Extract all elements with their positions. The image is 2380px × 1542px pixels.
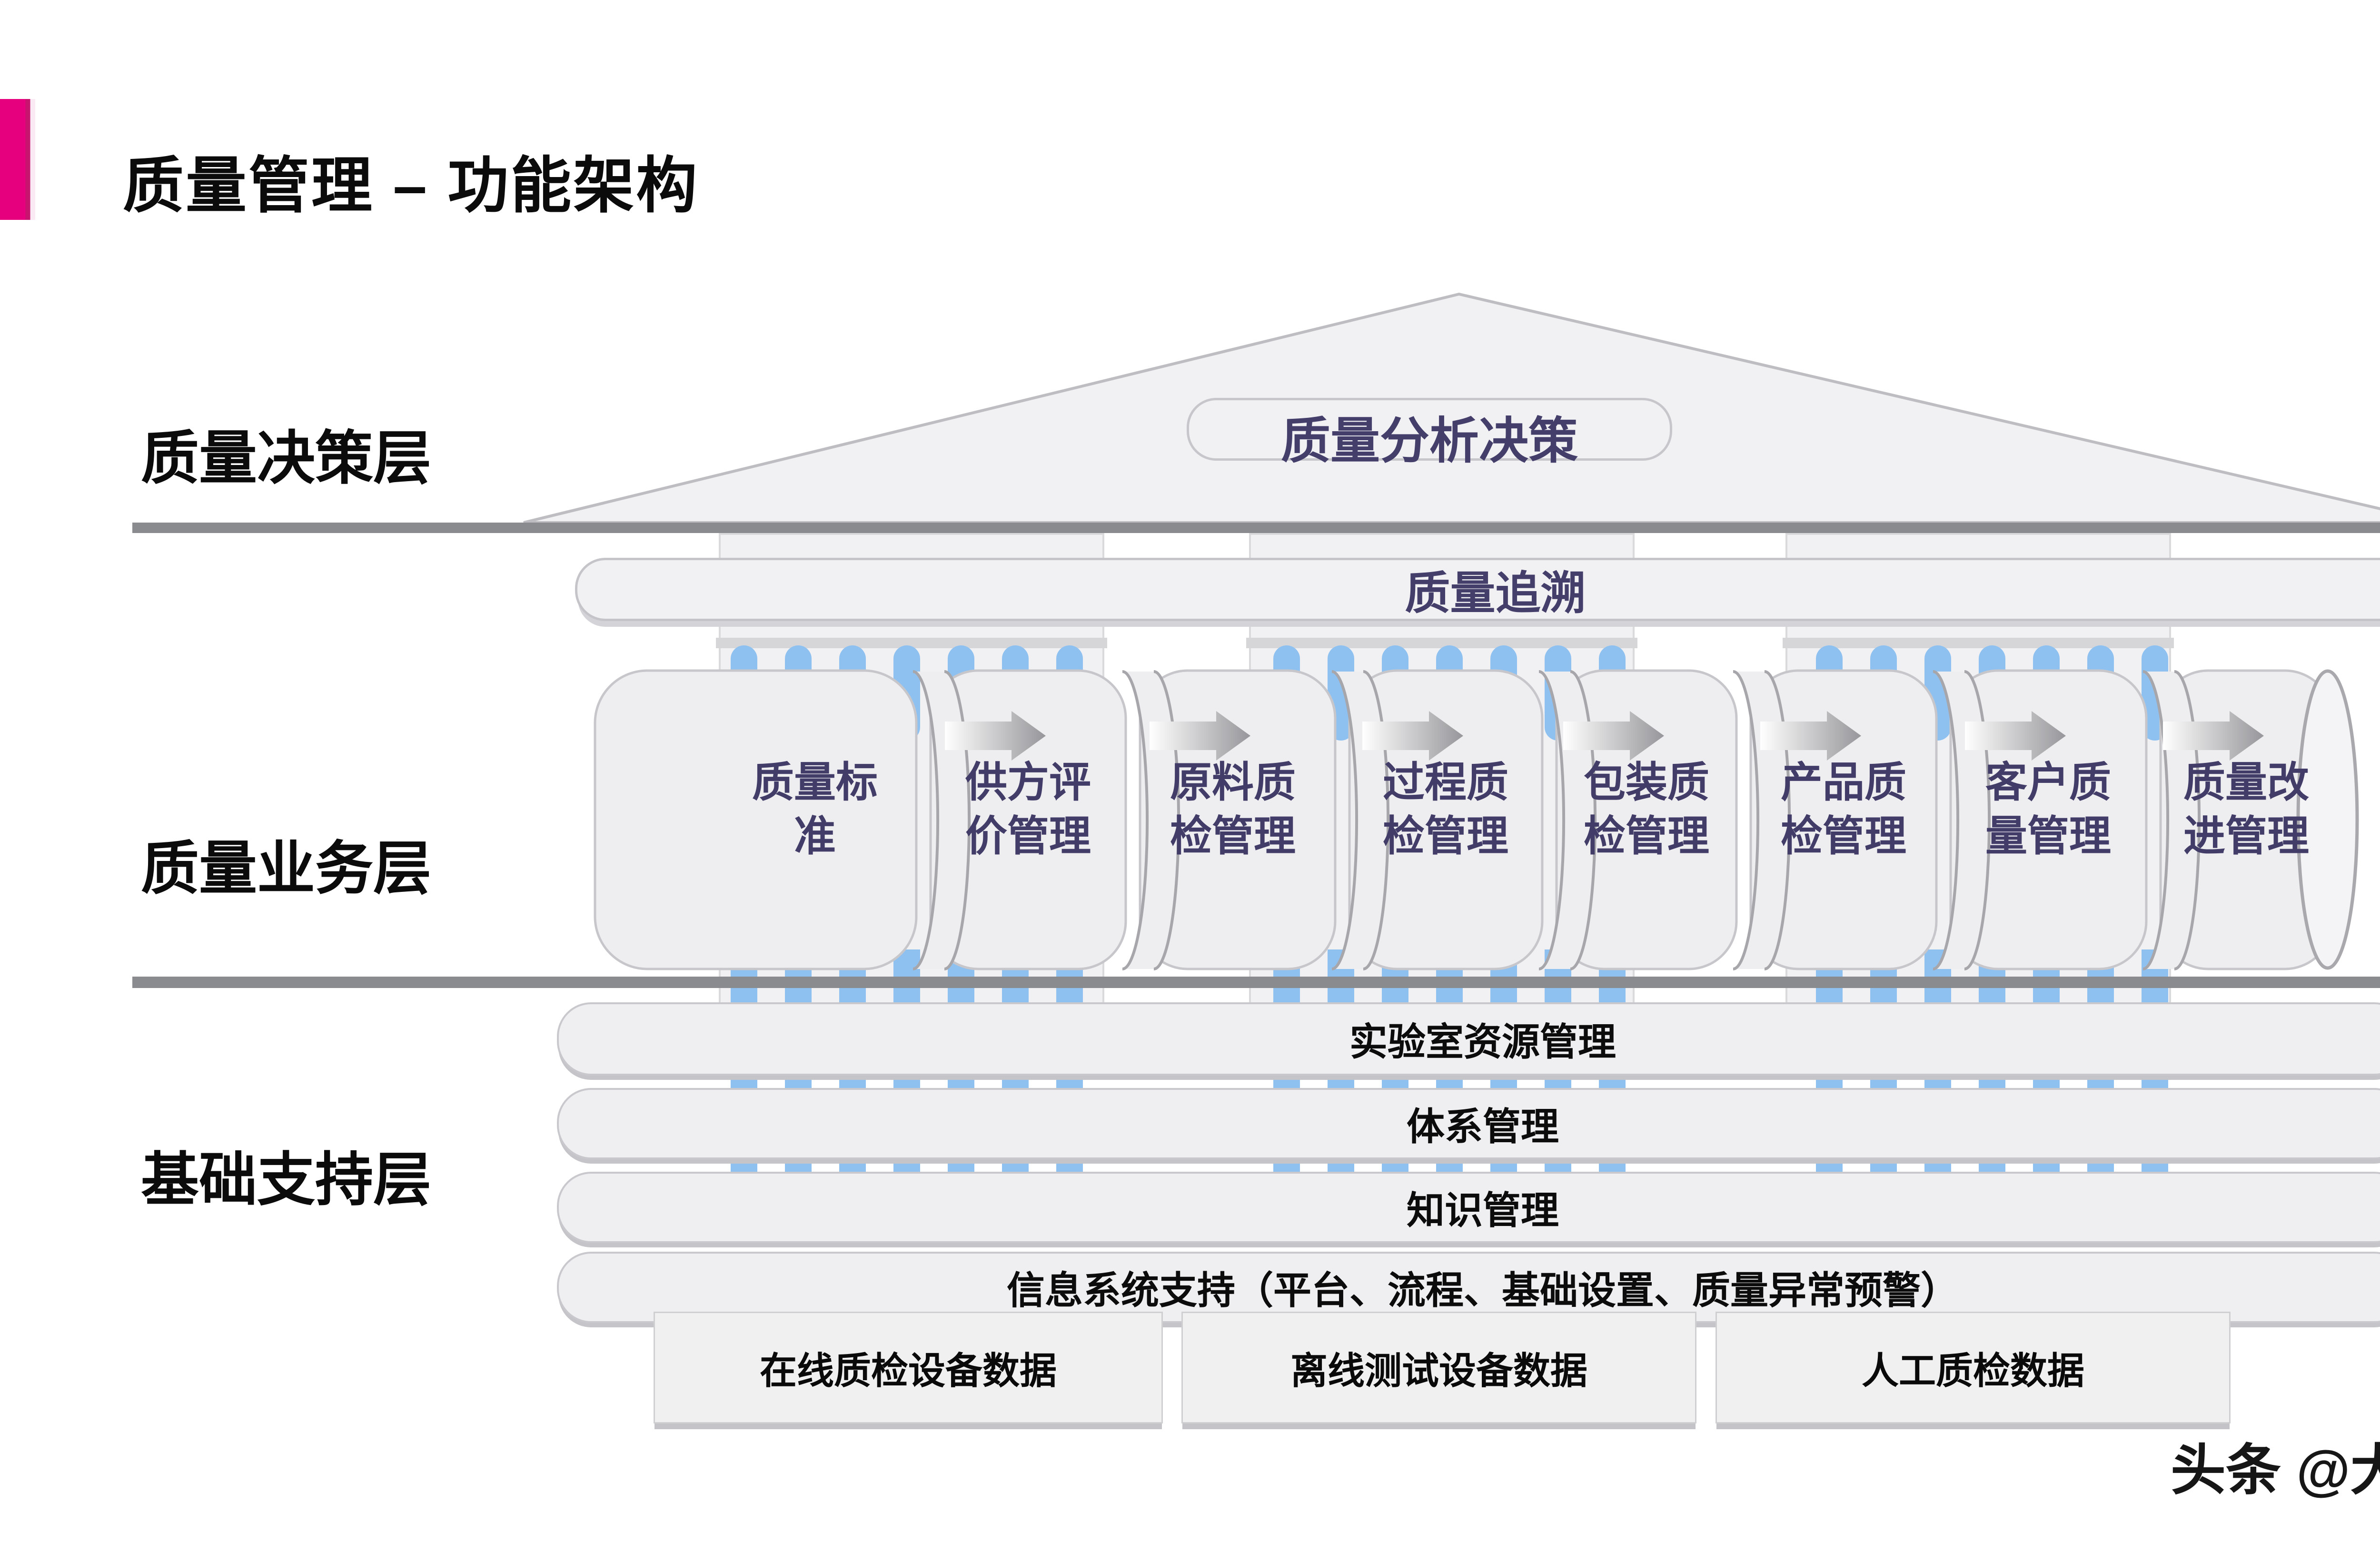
label-foundation-layer: 基础支持层 bbox=[141, 1147, 431, 1212]
arrow-icon bbox=[1362, 711, 1463, 761]
label-decision-layer: 质量决策层 bbox=[141, 426, 431, 491]
pipe-label-product-inspection: 产品质 检管理 bbox=[1780, 759, 1906, 860]
foundation-bar-label: 知识管理 bbox=[1407, 1189, 1559, 1232]
arrow-icon bbox=[1150, 711, 1250, 761]
data-box-manual-inspection: 人工质检数据 bbox=[1716, 1312, 2231, 1423]
foundation-bar-label: 体系管理 bbox=[1407, 1106, 1559, 1148]
label-business-layer: 质量业务层 bbox=[141, 836, 431, 901]
pipe-label-supplier-eval: 供方评 价管理 bbox=[965, 759, 1091, 860]
accent-bar bbox=[0, 99, 35, 220]
foundation-bar-lab-resources: 实验室资源管理 bbox=[557, 1002, 2380, 1076]
foundation-bar-system-mgmt: 体系管理 bbox=[557, 1088, 2380, 1159]
watermark: 头条 @大音智能 bbox=[2171, 1439, 2380, 1501]
pipe-label-quality-improvement: 质量改 进管理 bbox=[2183, 759, 2309, 860]
pipe-label-process-inspection: 过程质 检管理 bbox=[1382, 759, 1508, 860]
business-foundation-divider bbox=[132, 977, 2380, 988]
pipe-label-packaging: 包装质 检管理 bbox=[1583, 759, 1709, 860]
data-box-label: 人工质检数据 bbox=[1861, 1349, 2084, 1392]
flow-arrows bbox=[945, 711, 2264, 761]
data-box-offline-test: 离线测试设备数据 bbox=[1181, 1312, 1696, 1423]
decision-business-divider bbox=[132, 523, 2380, 533]
arrow-icon bbox=[1760, 711, 1861, 761]
foundation-bar-label: 实验室资源管理 bbox=[1349, 1021, 1616, 1063]
foundation-bar-label: 信息系统支持（平台、流程、基础设置、质量异常预警） bbox=[1007, 1269, 1959, 1312]
decision-pill-label: 质量分析决策 bbox=[1280, 413, 1578, 469]
arrow-icon bbox=[1965, 711, 2066, 761]
pipe-label-quality-standard: 质量标 准 bbox=[752, 759, 878, 860]
foundation-bar-info-system: 信息系统支持（平台、流程、基础设置、质量异常预警） bbox=[557, 1252, 2380, 1323]
page-title: 质量管理 – 功能架构 bbox=[123, 152, 699, 220]
pipe-label-raw-material: 原料质 检管理 bbox=[1170, 759, 1296, 860]
traceability-label: 质量追溯 bbox=[1405, 568, 1586, 619]
data-box-label: 在线质检设备数据 bbox=[759, 1349, 1057, 1392]
decision-pill: 质量分析决策 bbox=[1187, 398, 1672, 469]
arrow-icon bbox=[1563, 711, 1664, 761]
pipe-end-cap bbox=[2296, 669, 2359, 970]
data-box-online-inspection: 在线质检设备数据 bbox=[654, 1312, 1163, 1423]
arrow-icon bbox=[2163, 711, 2264, 761]
traceability-bar: 质量追溯 bbox=[575, 558, 2380, 621]
foundation-bar-knowledge-mgmt: 知识管理 bbox=[557, 1172, 2380, 1243]
arrow-icon bbox=[945, 711, 1046, 761]
pipe-label-customer-quality: 客户质 量管理 bbox=[1985, 759, 2111, 860]
data-box-label: 离线测试设备数据 bbox=[1290, 1349, 1587, 1392]
